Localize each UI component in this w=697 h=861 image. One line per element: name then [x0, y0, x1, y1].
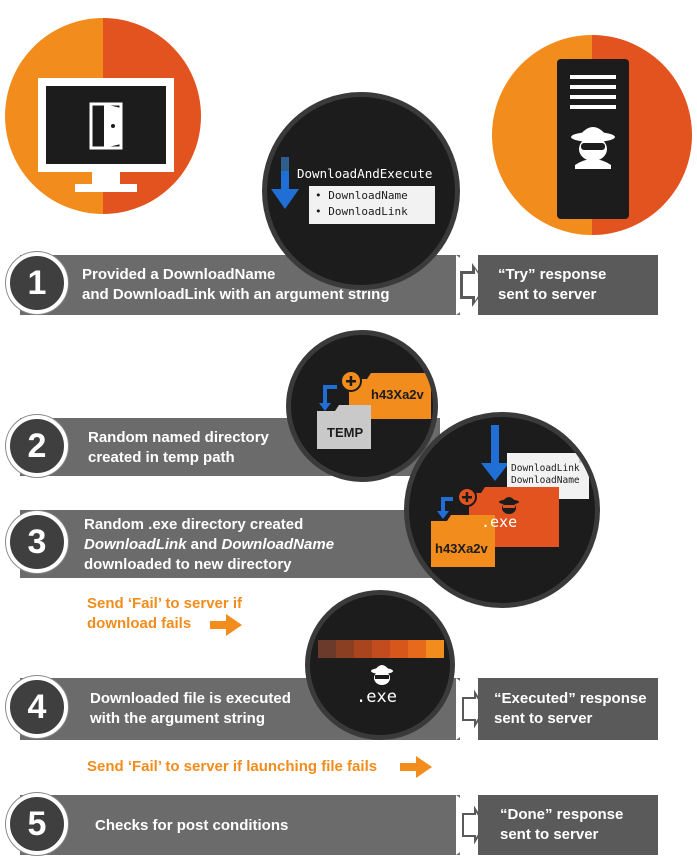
arg-download-link: DownloadLink — [328, 205, 408, 218]
step-2-number: 2 — [6, 415, 68, 477]
response-executed: “Executed” response sent to server — [478, 678, 658, 740]
temp-folder-icon — [317, 405, 371, 449]
random-dir-label: h43Xa2v — [371, 387, 424, 402]
step-4-number: 4 — [6, 676, 68, 738]
download-arrow-icon — [271, 157, 299, 209]
download-fail-note: Send ‘Fail’ to server if download fails — [87, 595, 243, 632]
exe-caption: .exe — [356, 687, 397, 707]
temp-label: TEMP — [327, 425, 364, 440]
step-3-text: Random .exe directory created DownloadLi… — [84, 516, 335, 573]
launch-fail-note: Send ‘Fail’ to server if launching file … — [87, 758, 378, 775]
exe-folder-label: .exe — [481, 513, 518, 531]
step-3-number: 3 — [6, 511, 68, 573]
doc-line-2: DownloadName — [511, 475, 580, 486]
orange-arrow-icon-1 — [210, 614, 242, 636]
step-3-bar — [20, 510, 440, 578]
orange-arrow-icon-2 — [400, 756, 432, 778]
args-box: • DownloadName • DownloadLink — [309, 186, 435, 224]
step-1-number: 1 — [6, 252, 68, 314]
step-1-text: Provided a DownloadName and DownloadLink… — [82, 266, 390, 303]
progress-bar-icon — [318, 640, 444, 658]
step-5-bar — [20, 795, 460, 855]
step-4-text: Downloaded file is executed with the arg… — [90, 690, 291, 727]
hacker-small-icon — [499, 497, 519, 514]
temp-folder-bubble: h43Xa2v TEMP — [286, 330, 438, 482]
hacker-exe-icon — [371, 665, 393, 685]
exe-download-bubble: DownloadLink DownloadName .exe h43Xa2v — [404, 412, 600, 608]
server-icon — [557, 59, 629, 219]
doc-line-1: DownloadLink — [511, 463, 580, 474]
monitor-icon — [38, 78, 174, 192]
arg-download-name: DownloadName — [328, 189, 408, 202]
hacker-icon — [571, 127, 615, 169]
function-name: DownloadAndExecute — [297, 166, 433, 181]
random-dir-label-2: h43Xa2v — [435, 541, 488, 556]
step-5-number: 5 — [6, 793, 68, 855]
response-done: “Done” response sent to server — [478, 795, 658, 855]
execute-bubble: .exe — [305, 590, 455, 740]
response-try: “Try” response sent to server — [478, 255, 658, 315]
attacker-server-circle — [492, 35, 692, 235]
door-icon — [89, 102, 123, 150]
victim-computer-circle — [5, 18, 201, 214]
step-2-text: Random named directory created in temp p… — [88, 429, 269, 466]
step-5-text: Checks for post conditions — [95, 817, 289, 834]
code-popup-circle: DownloadAndExecute • DownloadName • Down… — [262, 92, 460, 290]
